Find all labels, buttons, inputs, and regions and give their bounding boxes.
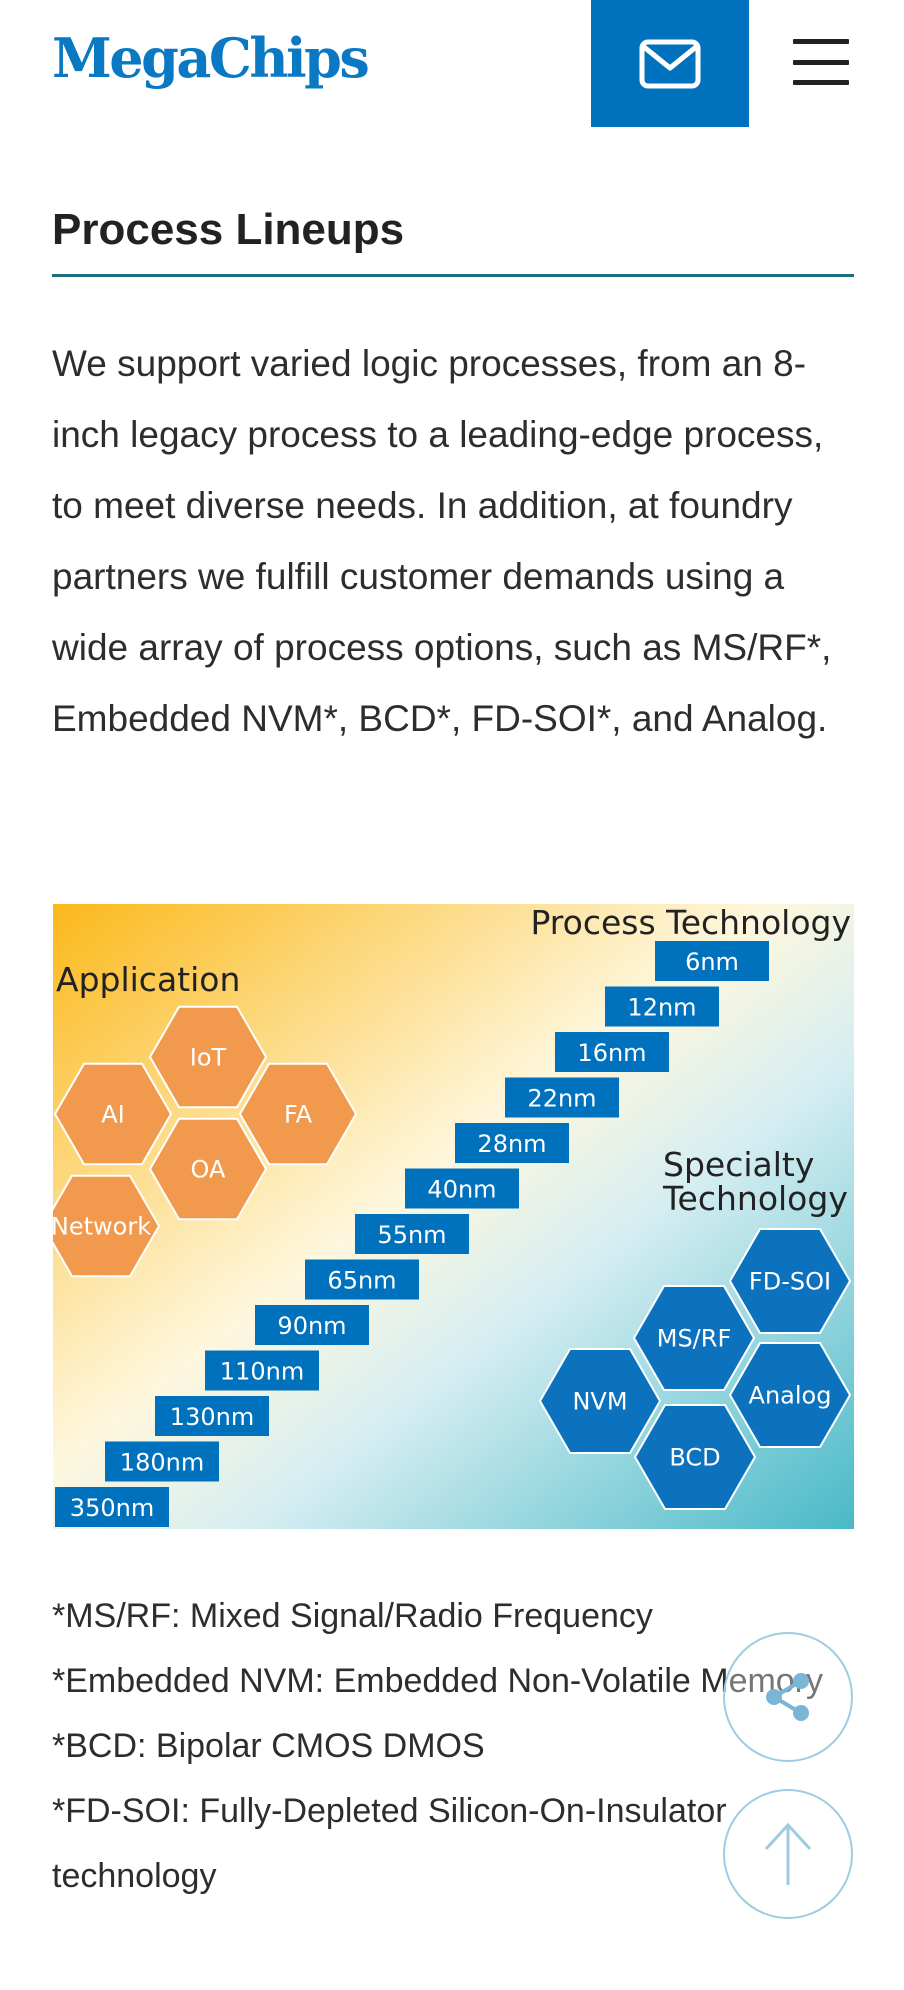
process-node-box (255, 1305, 369, 1345)
hamburger-menu-button[interactable] (786, 30, 856, 94)
process-node-55nm: 55nm (355, 1214, 469, 1254)
specialty-hex-nvm: NVM (538, 1348, 662, 1454)
process-node-110nm: 110nm (205, 1350, 319, 1391)
specialty-hex-shape (728, 1342, 852, 1448)
application-hex-shape (238, 1062, 358, 1166)
menu-line (793, 80, 849, 85)
process-node-label: 22nm (527, 1085, 596, 1113)
process-node-box (355, 1214, 469, 1254)
application-hex-shape (53, 1174, 161, 1278)
footnote-bcd: *BCD: Bipolar CMOS DMOS (52, 1727, 485, 1765)
specialty-hex-fd-soi: FD-SOI (728, 1228, 852, 1334)
process-node-box (605, 986, 719, 1027)
process-node-box (555, 1032, 669, 1072)
process-technology-label: Process Technology (530, 904, 851, 942)
application-hex-shape (148, 1117, 268, 1221)
process-node-130nm: 130nm (155, 1396, 269, 1436)
process-node-label: 12nm (627, 994, 696, 1022)
share-icon (766, 1673, 809, 1721)
process-node-label: 16nm (577, 1039, 646, 1067)
site-header: MegaChips (0, 0, 904, 127)
specialty-hex-shape (728, 1228, 852, 1334)
footnotes-list: *MS/RF: Mixed Signal/Radio Frequency *Em… (52, 1584, 862, 1909)
application-hex-ai: AI (53, 1062, 173, 1166)
process-node-40nm: 40nm (405, 1168, 519, 1209)
arrow-up-icon (764, 1822, 812, 1885)
specialty-hex-label: MS/RF (657, 1324, 732, 1352)
process-node-label: 130nm (170, 1403, 254, 1431)
footnote-embedded-nvm: *Embedded NVM: Embedded Non-Volatile Mem… (52, 1662, 824, 1700)
process-node-350nm: 350nm (55, 1487, 169, 1527)
application-hex-shape (148, 1005, 268, 1109)
application-hex-shape (53, 1062, 173, 1166)
process-node-180nm: 180nm (105, 1441, 219, 1482)
process-node-label: 110nm (220, 1358, 304, 1386)
process-node-label: 180nm (120, 1449, 204, 1477)
specialty-hex-shape (538, 1348, 662, 1454)
footnote-fd-soi: *FD-SOI: Fully-Depleted Silicon-On-Insul… (52, 1792, 727, 1895)
process-node-box (105, 1441, 219, 1482)
contact-mail-button[interactable] (591, 0, 749, 127)
process-node-box (505, 1077, 619, 1118)
process-node-12nm: 12nm (605, 986, 719, 1027)
application-hex-network: Network (53, 1174, 161, 1278)
process-node-box (405, 1168, 519, 1209)
process-node-label: 90nm (277, 1312, 346, 1340)
process-node-label: 40nm (427, 1176, 496, 1204)
intro-paragraph: We support varied logic processes, from … (52, 343, 832, 739)
process-node-box (155, 1396, 269, 1436)
process-node-box (305, 1259, 419, 1300)
specialty-hex-bcd: BCD (633, 1404, 757, 1510)
process-lineup-diagram: Application Process Technology Specialty… (53, 904, 854, 1529)
specialty-hex-label: NVM (572, 1387, 627, 1415)
process-node-label: 55nm (377, 1221, 446, 1249)
application-hex-label: Network (53, 1212, 151, 1240)
envelope-icon (639, 39, 701, 88)
process-node-box (55, 1487, 169, 1527)
specialty-hex-ms-rf: MS/RF (632, 1285, 756, 1391)
application-label: Application (56, 960, 240, 999)
process-node-65nm: 65nm (305, 1259, 419, 1300)
application-hex-label: OA (191, 1155, 226, 1183)
specialty-technology-label-line2: Technology (662, 1179, 848, 1218)
title-divider (52, 274, 854, 277)
specialty-technology-label-line1: Specialty (663, 1145, 814, 1184)
specialty-hex-shape (633, 1404, 757, 1510)
process-node-box (655, 941, 769, 981)
specialty-hex-label: Analog (749, 1381, 832, 1409)
application-hex-fa: FA (238, 1062, 358, 1166)
application-hex-iot: IoT (148, 1005, 268, 1109)
specialty-hex-analog: Analog (728, 1342, 852, 1448)
process-node-label: 350nm (70, 1494, 154, 1522)
process-node-90nm: 90nm (255, 1305, 369, 1345)
share-button[interactable] (723, 1632, 853, 1762)
specialty-hex-label: BCD (669, 1443, 720, 1471)
process-node-box (455, 1123, 569, 1163)
process-node-label: 65nm (327, 1267, 396, 1295)
process-node-28nm: 28nm (455, 1123, 569, 1163)
menu-line (793, 39, 849, 44)
application-hex-label: FA (284, 1100, 313, 1128)
process-node-16nm: 16nm (555, 1032, 669, 1072)
application-hex-label: IoT (190, 1043, 227, 1071)
process-node-6nm: 6nm (655, 941, 769, 981)
back-to-top-button[interactable] (723, 1789, 853, 1919)
process-node-label: 6nm (685, 948, 739, 976)
process-node-box (205, 1350, 319, 1391)
process-node-22nm: 22nm (505, 1077, 619, 1118)
footnote-ms-rf: *MS/RF: Mixed Signal/Radio Frequency (52, 1597, 653, 1635)
application-hex-label: AI (101, 1100, 125, 1128)
megachips-logo[interactable]: MegaChips (52, 26, 370, 90)
section-title: Process Lineups (52, 205, 405, 254)
specialty-hex-label: FD-SOI (749, 1267, 831, 1295)
specialty-hex-shape (632, 1285, 756, 1391)
application-hex-oa: OA (148, 1117, 268, 1221)
menu-line (793, 59, 849, 65)
process-node-label: 28nm (477, 1130, 546, 1158)
